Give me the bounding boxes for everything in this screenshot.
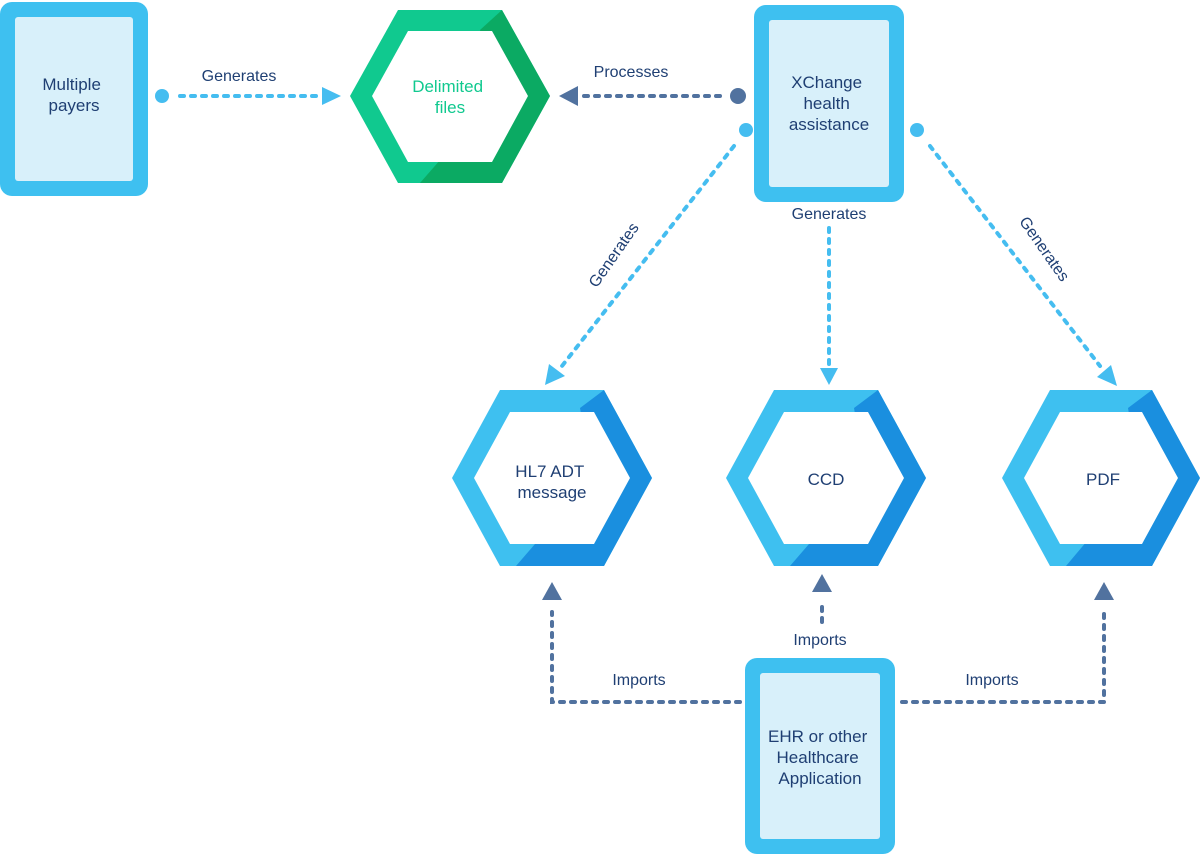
edge-arrowhead <box>559 86 578 106</box>
edge-start-dot <box>739 123 753 137</box>
node-pdf: PDF <box>1002 390 1200 566</box>
node-label: XChange health assistance <box>789 73 869 134</box>
edge-arrowhead <box>322 87 341 105</box>
edge-label-generates: Generates <box>202 68 277 85</box>
edge-payers-to-files: Generates <box>155 68 341 105</box>
node-label-line: message <box>518 483 587 502</box>
edge-arrowhead <box>1094 582 1114 600</box>
edge-ehr-to-hl7: Imports <box>542 582 742 704</box>
node-label-line: health <box>803 94 849 113</box>
edge-start-dot <box>730 88 746 104</box>
node-delimited-files: Delimited files <box>350 10 550 183</box>
edge-xchange-to-hl7: Generates <box>545 123 753 385</box>
node-xchange-health-assistance: XChange health assistance <box>754 5 904 202</box>
node-label: HL7 ADT message <box>515 462 588 502</box>
node-label: CCD <box>808 470 845 489</box>
node-label-line: Delimited <box>412 77 483 96</box>
edge-line <box>928 144 1102 368</box>
hexagon-inner <box>1024 412 1178 544</box>
edge-label-imports: Imports <box>965 672 1018 689</box>
node-hl7-adt-message: HL7 ADT message <box>452 390 652 566</box>
hexagon-inner <box>372 31 528 162</box>
node-ccd: CCD <box>726 390 926 566</box>
edge-label-generates: Generates <box>586 220 643 291</box>
node-label-line: payers <box>48 96 99 115</box>
node-multiple-payers: Multiple payers <box>0 2 148 196</box>
edge-start-dot <box>155 89 169 103</box>
node-box-inner <box>15 17 133 181</box>
node-label-line: EHR or other <box>768 727 868 746</box>
edge-xchange-to-pdf: Generates <box>910 123 1117 386</box>
hexagon-shade <box>516 390 652 566</box>
node-label-line: CCD <box>808 470 845 489</box>
node-label: EHR or other Healthcare Application <box>768 727 872 788</box>
hexagon-shade <box>790 390 926 566</box>
edge-xchange-to-files: Processes <box>559 64 746 106</box>
hexagon-shade <box>420 10 550 183</box>
edge-label-imports: Imports <box>793 632 846 649</box>
node-label-line: PDF <box>1086 470 1120 489</box>
node-box-inner <box>769 20 889 187</box>
edge-label-processes: Processes <box>594 64 669 81</box>
edge-arrowhead <box>812 574 832 592</box>
edge-ehr-to-ccd: Imports <box>793 574 847 649</box>
edge-xchange-to-ccd: Generates <box>792 206 867 385</box>
node-label: Delimited files <box>412 77 488 117</box>
edge-arrowhead <box>542 582 562 600</box>
node-label-line: HL7 ADT <box>515 462 584 481</box>
node-label: PDF <box>1086 470 1120 489</box>
edge-arrowhead <box>545 364 565 385</box>
node-label: Multiple payers <box>42 75 105 115</box>
edge-label-generates: Generates <box>792 206 867 223</box>
edge-label-imports: Imports <box>612 672 665 689</box>
node-label-line: XChange <box>791 73 862 92</box>
node-label-line: files <box>435 98 465 117</box>
node-label-line: Healthcare <box>777 748 859 767</box>
node-box-inner <box>760 673 880 839</box>
edge-ehr-to-pdf: Imports <box>900 582 1114 704</box>
edge-arrowhead <box>820 368 838 385</box>
node-label-line: Multiple <box>42 75 101 94</box>
node-label-line: Application <box>778 769 861 788</box>
edge-line <box>550 610 742 704</box>
hexagon-inner <box>474 412 630 544</box>
hexagon-inner <box>748 412 904 544</box>
node-ehr-application: EHR or other Healthcare Application <box>745 658 895 854</box>
edge-label-generates: Generates <box>1015 214 1072 285</box>
edge-start-dot <box>910 123 924 137</box>
hexagon-shade <box>1066 390 1200 566</box>
edge-arrowhead <box>1097 365 1117 386</box>
edge-line <box>560 144 736 368</box>
edge-line <box>900 610 1106 704</box>
node-label-line: assistance <box>789 115 869 134</box>
